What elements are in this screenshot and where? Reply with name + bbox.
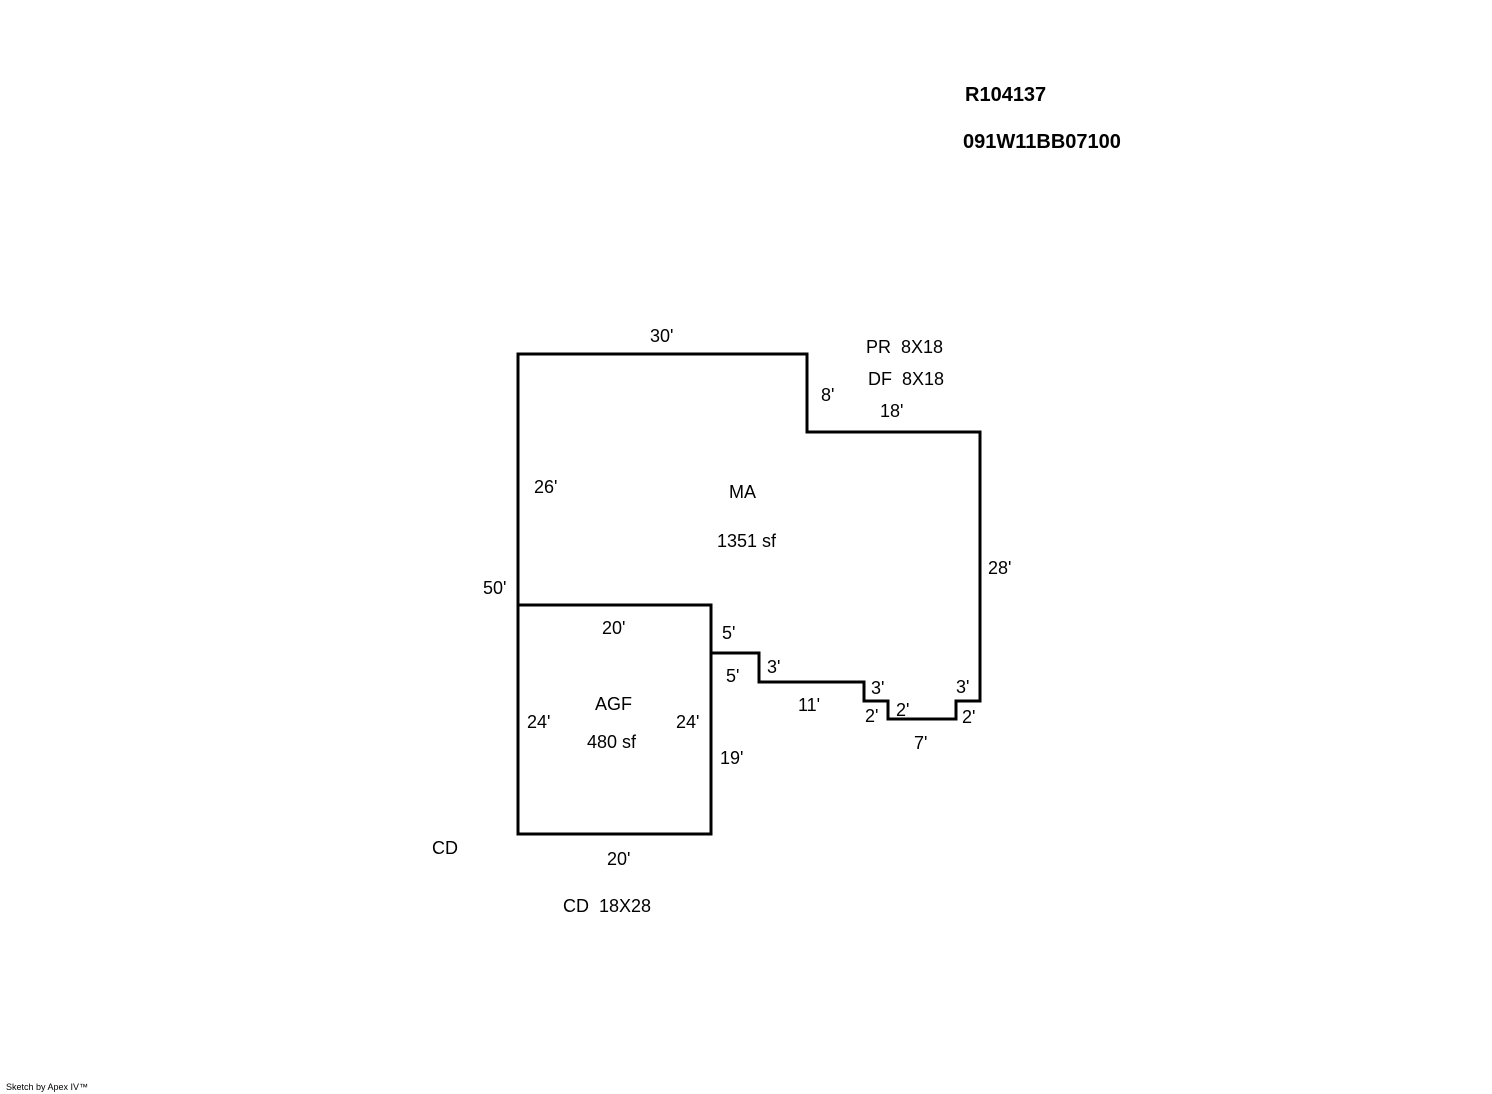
dim-step2-horizontal: 2': [896, 700, 909, 720]
porch-note: PR 8X18: [866, 337, 943, 357]
concrete-size-note: CD 18X28: [563, 896, 651, 916]
dim-notch-right: 8': [821, 385, 834, 405]
dim-bottom-run: 7': [914, 733, 927, 753]
record-id: R104137: [965, 84, 1046, 106]
dim-step3-vertical: 3': [956, 677, 969, 697]
concrete-label: CD: [432, 838, 458, 858]
parcel-number: 091W11BB07100: [963, 131, 1121, 153]
dim-run-11: 11': [798, 695, 820, 715]
dim-garage-right: 24': [676, 712, 699, 732]
dim-left-upper: 26': [534, 477, 557, 497]
dim-step3-inner: 2': [962, 707, 975, 727]
dim-top: 30': [650, 326, 673, 346]
dim-notch-top: 18': [880, 401, 903, 421]
main-area-size: 1351 sf: [717, 531, 777, 551]
main-area-code: MA: [729, 482, 756, 502]
dim-garage-left: 24': [527, 712, 550, 732]
dim-step1-inner: 5': [726, 666, 739, 686]
sketch-credit: Sketch by Apex IV™: [6, 1082, 88, 1092]
dim-step2-vertical: 3': [871, 678, 884, 698]
dim-lower-right-wall: 19': [720, 748, 743, 768]
garage-outline: [516, 603, 713, 836]
dim-step1-horizontal: 3': [767, 657, 780, 677]
deck-note: DF 8X18: [868, 369, 944, 389]
dim-left-total: 50': [483, 578, 506, 598]
dim-right: 28': [988, 558, 1011, 578]
dim-step2-inner: 2': [865, 706, 878, 726]
dim-garage-bottom: 20': [607, 849, 630, 869]
garage-area-size: 480 sf: [587, 732, 637, 752]
dim-garage-top: 20': [602, 618, 625, 638]
garage-area-code: AGF: [595, 694, 632, 714]
main-area-outline: [516, 352, 982, 721]
dim-step1-vertical: 5': [722, 623, 735, 643]
